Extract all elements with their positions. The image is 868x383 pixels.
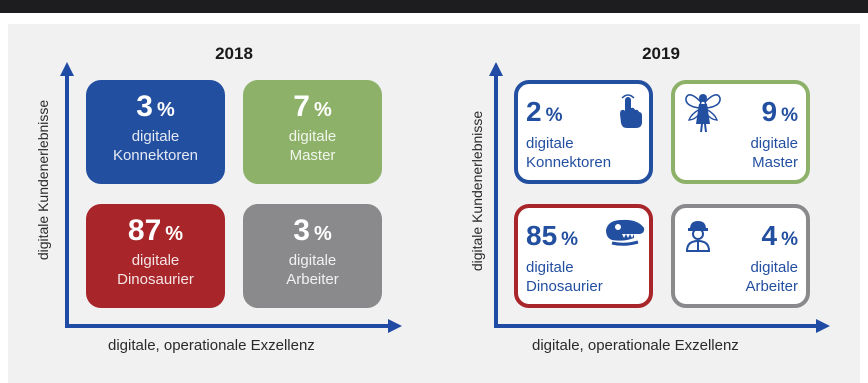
label-line1: digitale <box>526 135 574 152</box>
x-axis-label-2018: digitale, operationale Exzellenz <box>108 337 315 354</box>
value-konnektoren-2018: 3% <box>136 90 175 123</box>
tile-arbeiter-2018: 3% digitale Arbeiter <box>243 204 382 308</box>
label-line2: Dinosaurier <box>526 278 603 295</box>
tile-konnektoren-2019: 2% digitale Konnektoren <box>514 80 653 184</box>
label-line2: Konnektoren <box>112 147 199 164</box>
label-line2: Master <box>289 147 336 164</box>
tile-master-2019: 9% digitale Master <box>671 80 810 184</box>
worker-icon <box>685 221 711 252</box>
label-line2: Arbeiter <box>745 278 798 295</box>
label-line2: Master <box>752 154 798 171</box>
label-line1: digitale <box>526 259 574 276</box>
value-konnektoren-2019: 2% <box>526 96 563 127</box>
year-title-2018: 2018 <box>215 44 253 63</box>
dinosaur-skull-icon <box>606 219 645 246</box>
tile-dinosaurier-2018: 87% digitale Dinosaurier <box>86 204 225 308</box>
value-arbeiter-2018: 3% <box>293 214 332 247</box>
label-line2: Arbeiter <box>286 271 339 288</box>
value-arbeiter-2019: 4% <box>761 220 798 251</box>
value-dinosaurier-2018: 87% <box>127 214 184 247</box>
fairy-icon <box>685 94 721 133</box>
pointing-hand-icon <box>620 94 642 128</box>
top-bar <box>0 0 868 13</box>
tile-master-2018: 7% digitale Master <box>243 80 382 184</box>
label-line1: digitale <box>131 128 180 145</box>
label-line1: digitale <box>288 128 337 145</box>
value-master-2019: 9% <box>761 96 798 127</box>
label-line1: digitale <box>750 259 798 276</box>
label-line1: digitale <box>288 252 337 269</box>
tile-arbeiter-2019: 4% digitale Arbeiter <box>671 204 810 308</box>
label-line1: digitale <box>750 135 798 152</box>
value-master-2018: 7% <box>293 90 332 123</box>
tile-dinosaurier-2019: 85% digitale Dinosaurier <box>514 204 653 308</box>
label-line2: Konnektoren <box>526 154 612 171</box>
label-line1: digitale <box>131 252 180 269</box>
tile-konnektoren-2018: 3% digitale Konnektoren <box>86 80 225 184</box>
label-line2: Dinosaurier <box>117 271 194 288</box>
year-title-2019: 2019 <box>642 44 680 63</box>
value-dinosaurier-2019: 85% <box>526 220 579 251</box>
x-axis-label-2019: digitale, operationale Exzellenz <box>532 337 739 354</box>
